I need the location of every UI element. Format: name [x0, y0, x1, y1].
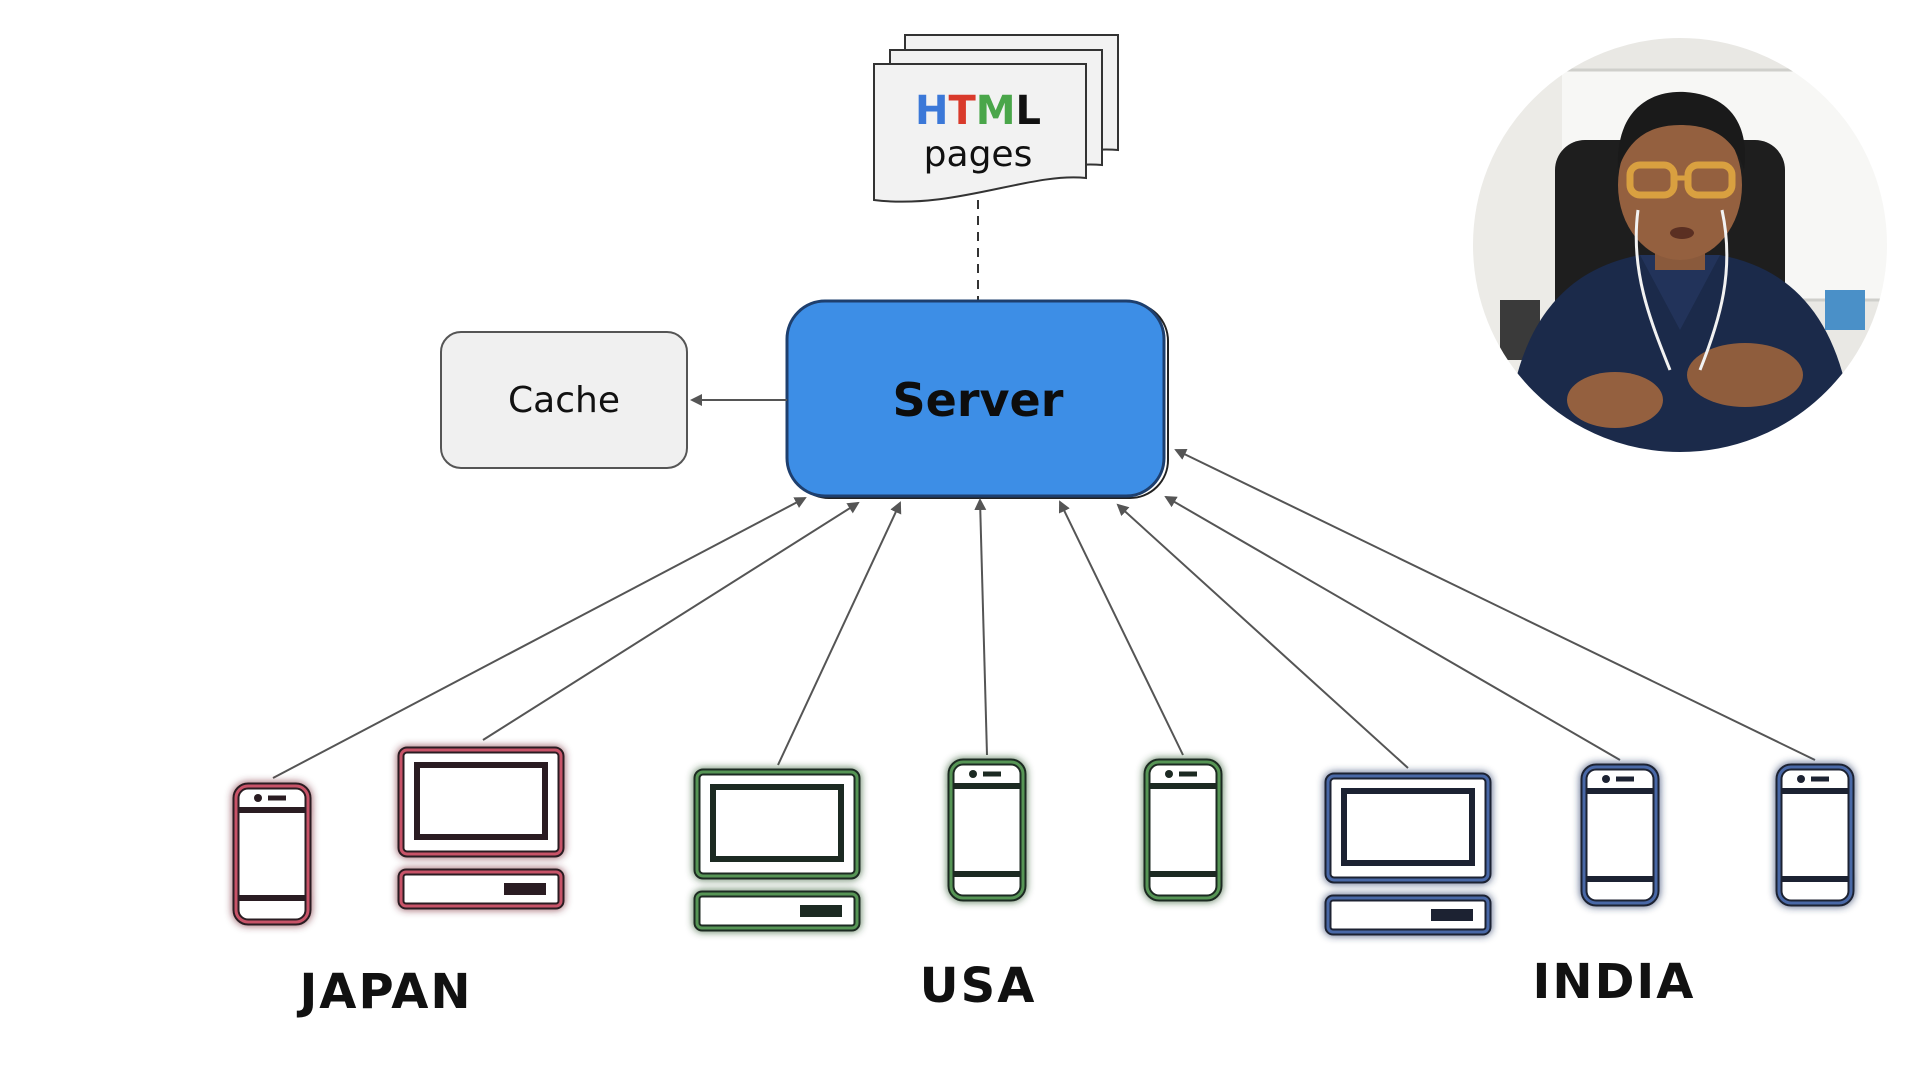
- html-pages-document: HTML pages: [873, 34, 1119, 203]
- arrow-japan-phone: [272, 497, 807, 779]
- cache-label: Cache: [508, 380, 620, 421]
- server-label: Server: [893, 373, 1064, 427]
- phone-icon: [947, 758, 1027, 902]
- arrow-usa-phone-1: [974, 498, 988, 756]
- request-arrows: [272, 448, 1816, 779]
- computer-icon: [397, 746, 565, 910]
- phone-icon: [1143, 758, 1223, 902]
- arrow-japan-computer: [482, 501, 860, 741]
- computer-icon: [693, 768, 861, 932]
- phone-icon: [1580, 763, 1660, 907]
- region-label-india: INDIA: [1533, 954, 1696, 1010]
- phone-icon: [1775, 763, 1855, 907]
- server-node: Server: [785, 299, 1169, 499]
- html-letter-m: M: [976, 88, 1016, 134]
- html-letter-t: T: [948, 88, 976, 134]
- phone-icon: [232, 782, 312, 926]
- arrow-india-phone-2: [1174, 448, 1816, 761]
- html-letter-h: H: [915, 88, 948, 134]
- html-title: HTML: [915, 88, 1041, 134]
- html-letter-l: L: [1016, 88, 1042, 134]
- region-label-usa: USA: [920, 958, 1037, 1014]
- presenter-webcam-icon: [1471, 36, 1889, 454]
- region-label-japan: JAPAN: [296, 964, 472, 1020]
- arrow-usa-phone-2: [1058, 500, 1184, 756]
- arrow-india-phone-1: [1164, 495, 1621, 761]
- arrow-usa-computer: [777, 501, 902, 766]
- html-pages-label: pages: [924, 134, 1033, 175]
- cache-node: Cache: [440, 331, 688, 469]
- computer-icon: [1324, 772, 1492, 936]
- arrow-india-computer: [1116, 503, 1409, 769]
